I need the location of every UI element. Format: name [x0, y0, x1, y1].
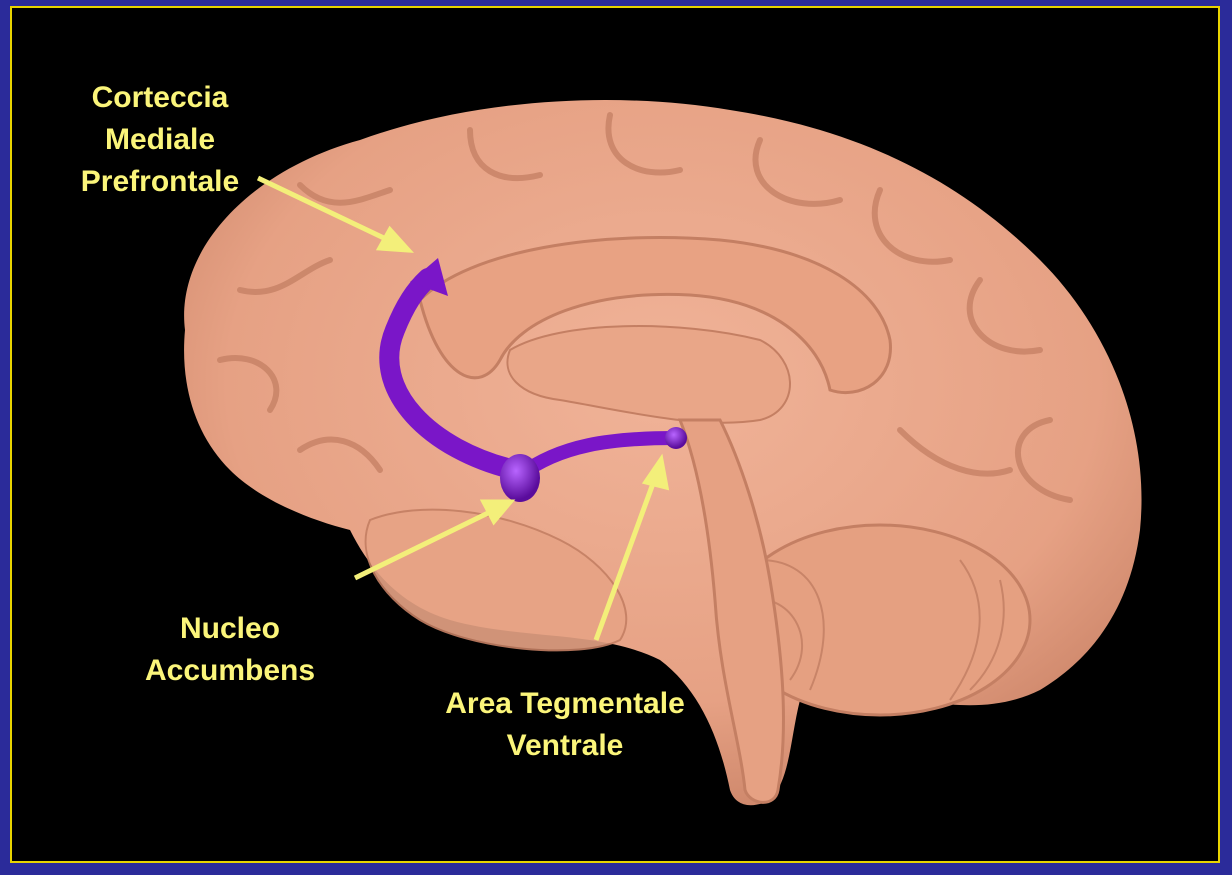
label-medial-prefrontal-cortex: Corteccia Mediale Prefrontale [40, 77, 280, 203]
label-mpfc-line1: Corteccia [40, 77, 280, 119]
label-vta-line1: Area Tegmentale [395, 683, 735, 725]
label-ventral-tegmental-area: Area Tegmentale Ventrale [395, 683, 735, 767]
label-mpfc-line3: Prefrontale [40, 161, 280, 203]
label-nacc-line2: Accumbens [125, 650, 335, 692]
nucleus-accumbens-node [500, 454, 540, 502]
label-nucleus-accumbens: Nucleo Accumbens [125, 608, 335, 692]
label-mpfc-line2: Mediale [40, 119, 280, 161]
label-vta-line2: Ventrale [395, 725, 735, 767]
vta-node [665, 427, 687, 449]
label-nacc-line1: Nucleo [125, 608, 335, 650]
